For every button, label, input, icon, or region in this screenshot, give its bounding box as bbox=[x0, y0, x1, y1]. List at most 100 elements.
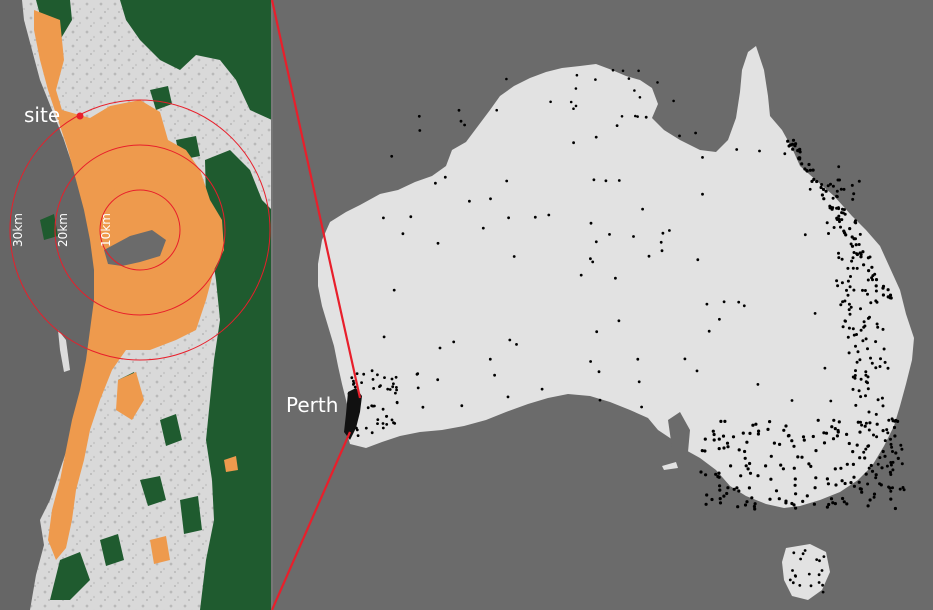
kangaroo-island bbox=[662, 462, 678, 470]
settlement-dot bbox=[852, 475, 856, 479]
settlement-dot bbox=[460, 404, 464, 408]
settlement-dot bbox=[807, 572, 811, 576]
settlement-dot bbox=[866, 504, 870, 508]
settlement-dot bbox=[847, 351, 851, 355]
settlement-dot bbox=[862, 325, 866, 329]
settlement-dot bbox=[794, 492, 798, 496]
settlement-dot bbox=[803, 233, 807, 237]
ring-label-10km: 10km bbox=[99, 213, 113, 247]
settlement-dot bbox=[874, 412, 878, 416]
settlement-dot bbox=[830, 207, 834, 211]
settlement-dot bbox=[859, 377, 863, 381]
settlement-dot bbox=[700, 449, 704, 453]
settlement-dot bbox=[859, 307, 862, 311]
settlement-dot bbox=[632, 235, 635, 238]
settlement-dot bbox=[889, 442, 893, 446]
settlement-dot bbox=[401, 232, 405, 236]
settlement-dot bbox=[852, 288, 856, 292]
settlement-dot bbox=[849, 242, 853, 246]
connector-line-bottom bbox=[270, 431, 352, 610]
ring-label-30km: 30km bbox=[11, 213, 25, 247]
settlement-dot bbox=[858, 251, 862, 255]
settlement-dot bbox=[741, 431, 745, 435]
settlement-dot bbox=[827, 502, 831, 507]
settlement-dot bbox=[879, 483, 883, 487]
settlement-dot bbox=[790, 439, 794, 443]
settlement-dot bbox=[591, 260, 595, 264]
settlement-dot bbox=[788, 578, 792, 582]
settlement-dot bbox=[847, 326, 851, 330]
settlement-dot bbox=[813, 312, 817, 315]
settlement-dot bbox=[793, 477, 797, 481]
settlement-dot bbox=[850, 183, 854, 187]
settlement-dot bbox=[703, 449, 707, 453]
settlement-dot bbox=[851, 256, 855, 260]
settlement-dot bbox=[857, 389, 861, 393]
settlement-dot bbox=[811, 434, 815, 439]
settlement-dot bbox=[711, 429, 715, 433]
settlement-dot bbox=[756, 474, 760, 478]
settlement-dot bbox=[800, 162, 804, 166]
settlement-dot bbox=[512, 255, 516, 258]
settlement-dot bbox=[814, 449, 818, 453]
settlement-dot bbox=[822, 197, 826, 201]
settlement-dot bbox=[835, 216, 839, 220]
settlement-dot bbox=[815, 179, 819, 184]
settlement-dot bbox=[794, 574, 797, 578]
settlement-dot bbox=[716, 475, 720, 479]
settlement-dot bbox=[391, 385, 395, 389]
settlement-dot bbox=[851, 462, 856, 466]
settlement-dot bbox=[820, 193, 825, 197]
settlement-dot bbox=[888, 293, 893, 297]
settlement-dot bbox=[748, 431, 752, 435]
settlement-dot bbox=[874, 278, 879, 282]
settlement-dot bbox=[889, 497, 893, 501]
settlement-dot bbox=[489, 197, 492, 201]
settlement-dot bbox=[718, 484, 722, 488]
settlement-dot bbox=[829, 182, 832, 186]
settlement-dot bbox=[879, 357, 882, 361]
settlement-dot bbox=[572, 107, 575, 110]
settlement-dot bbox=[820, 183, 824, 186]
settlement-dot bbox=[878, 365, 882, 368]
settlement-dot bbox=[481, 226, 485, 230]
settlement-dot bbox=[866, 387, 870, 391]
settlement-dot bbox=[853, 220, 857, 224]
settlement-dot bbox=[848, 285, 852, 289]
settlement-dot bbox=[779, 463, 783, 467]
settlement-dot bbox=[729, 464, 733, 468]
settlement-dot bbox=[855, 443, 859, 447]
settlement-dot bbox=[845, 502, 849, 506]
settlement-dot bbox=[707, 329, 711, 333]
settlement-dot bbox=[701, 156, 704, 159]
settlement-dot bbox=[845, 432, 849, 436]
settlement-dot bbox=[620, 115, 624, 118]
settlement-dot bbox=[822, 431, 826, 435]
perth-metro-area bbox=[344, 388, 362, 440]
settlement-dot bbox=[870, 469, 875, 473]
settlement-dot bbox=[846, 293, 850, 297]
settlement-dot bbox=[866, 256, 871, 260]
settlement-dot bbox=[589, 221, 593, 225]
settlement-dot bbox=[747, 486, 752, 490]
settlement-dot bbox=[840, 281, 844, 285]
settlement-dot bbox=[717, 437, 721, 441]
settlement-dot bbox=[821, 583, 824, 587]
settlement-dot bbox=[819, 185, 823, 190]
settlement-dot bbox=[754, 422, 758, 426]
settlement-dot bbox=[902, 488, 906, 492]
settlement-dot bbox=[815, 558, 819, 561]
settlement-dot bbox=[382, 216, 385, 220]
settlement-dot bbox=[717, 471, 721, 475]
settlement-dot bbox=[725, 441, 730, 445]
settlement-dot bbox=[694, 131, 697, 135]
settlement-dot bbox=[388, 388, 392, 391]
settlement-dot bbox=[415, 372, 419, 376]
settlement-dot bbox=[855, 266, 859, 270]
settlement-dot bbox=[637, 69, 640, 73]
settlement-dot bbox=[861, 288, 864, 292]
inset-island bbox=[58, 330, 70, 372]
settlement-dot bbox=[817, 581, 821, 584]
city-label-perth: Perth bbox=[286, 393, 338, 417]
inset-map: 10km 20km 30km site bbox=[0, 0, 272, 610]
